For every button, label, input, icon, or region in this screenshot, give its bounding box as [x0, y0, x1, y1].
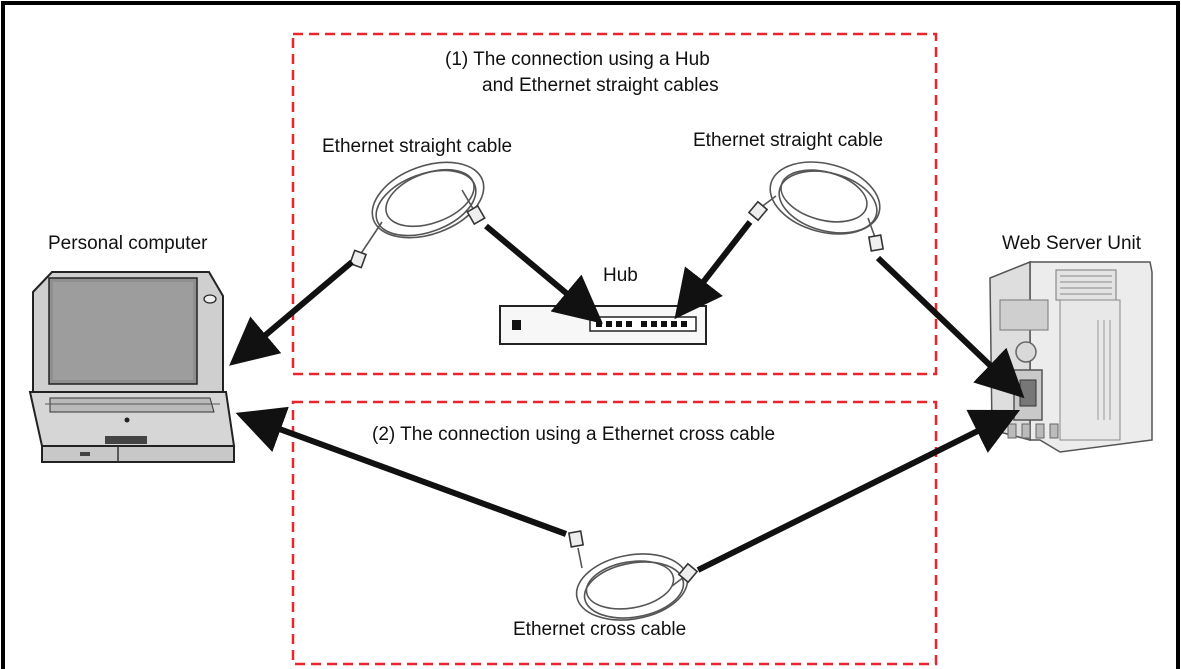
straight-cable-right-icon: [747, 161, 885, 252]
group1-box: [291, 32, 938, 376]
arrow-right-cable-to-hub: [674, 220, 753, 320]
group1-title-line1: (1) The connection using a Hub: [445, 49, 710, 70]
arrow-cross-cable-to-pc: [235, 406, 568, 537]
arrow-left-cable-to-hub: [484, 223, 603, 324]
straight-cable-left-icon: [348, 161, 486, 269]
personal-computer-icon: [28, 271, 236, 463]
group2-box: [291, 400, 938, 666]
label-straight-cable-left: Ethernet straight cable: [322, 136, 513, 157]
label-straight-cable-right: Ethernet straight cable: [693, 130, 884, 151]
arrow-cross-cable-to-server: [696, 409, 1021, 573]
label-cross-cable: Ethernet cross cable: [513, 619, 687, 640]
label-web-server-unit: Web Server Unit: [1002, 233, 1142, 254]
label-hub: Hub: [603, 265, 638, 286]
group2-title: (2) The connection using a Ethernet cros…: [372, 424, 776, 445]
label-personal-computer: Personal computer: [48, 233, 208, 254]
arrow-left-cable-to-pc: [229, 259, 354, 366]
web-server-unit-icon: [989, 260, 1153, 453]
arrow-right-cable-to-server: [875, 255, 1025, 399]
group1-title-line2: and Ethernet straight cables: [482, 75, 719, 96]
cross-cable-icon: [567, 530, 699, 621]
hub-icon: [499, 305, 707, 345]
